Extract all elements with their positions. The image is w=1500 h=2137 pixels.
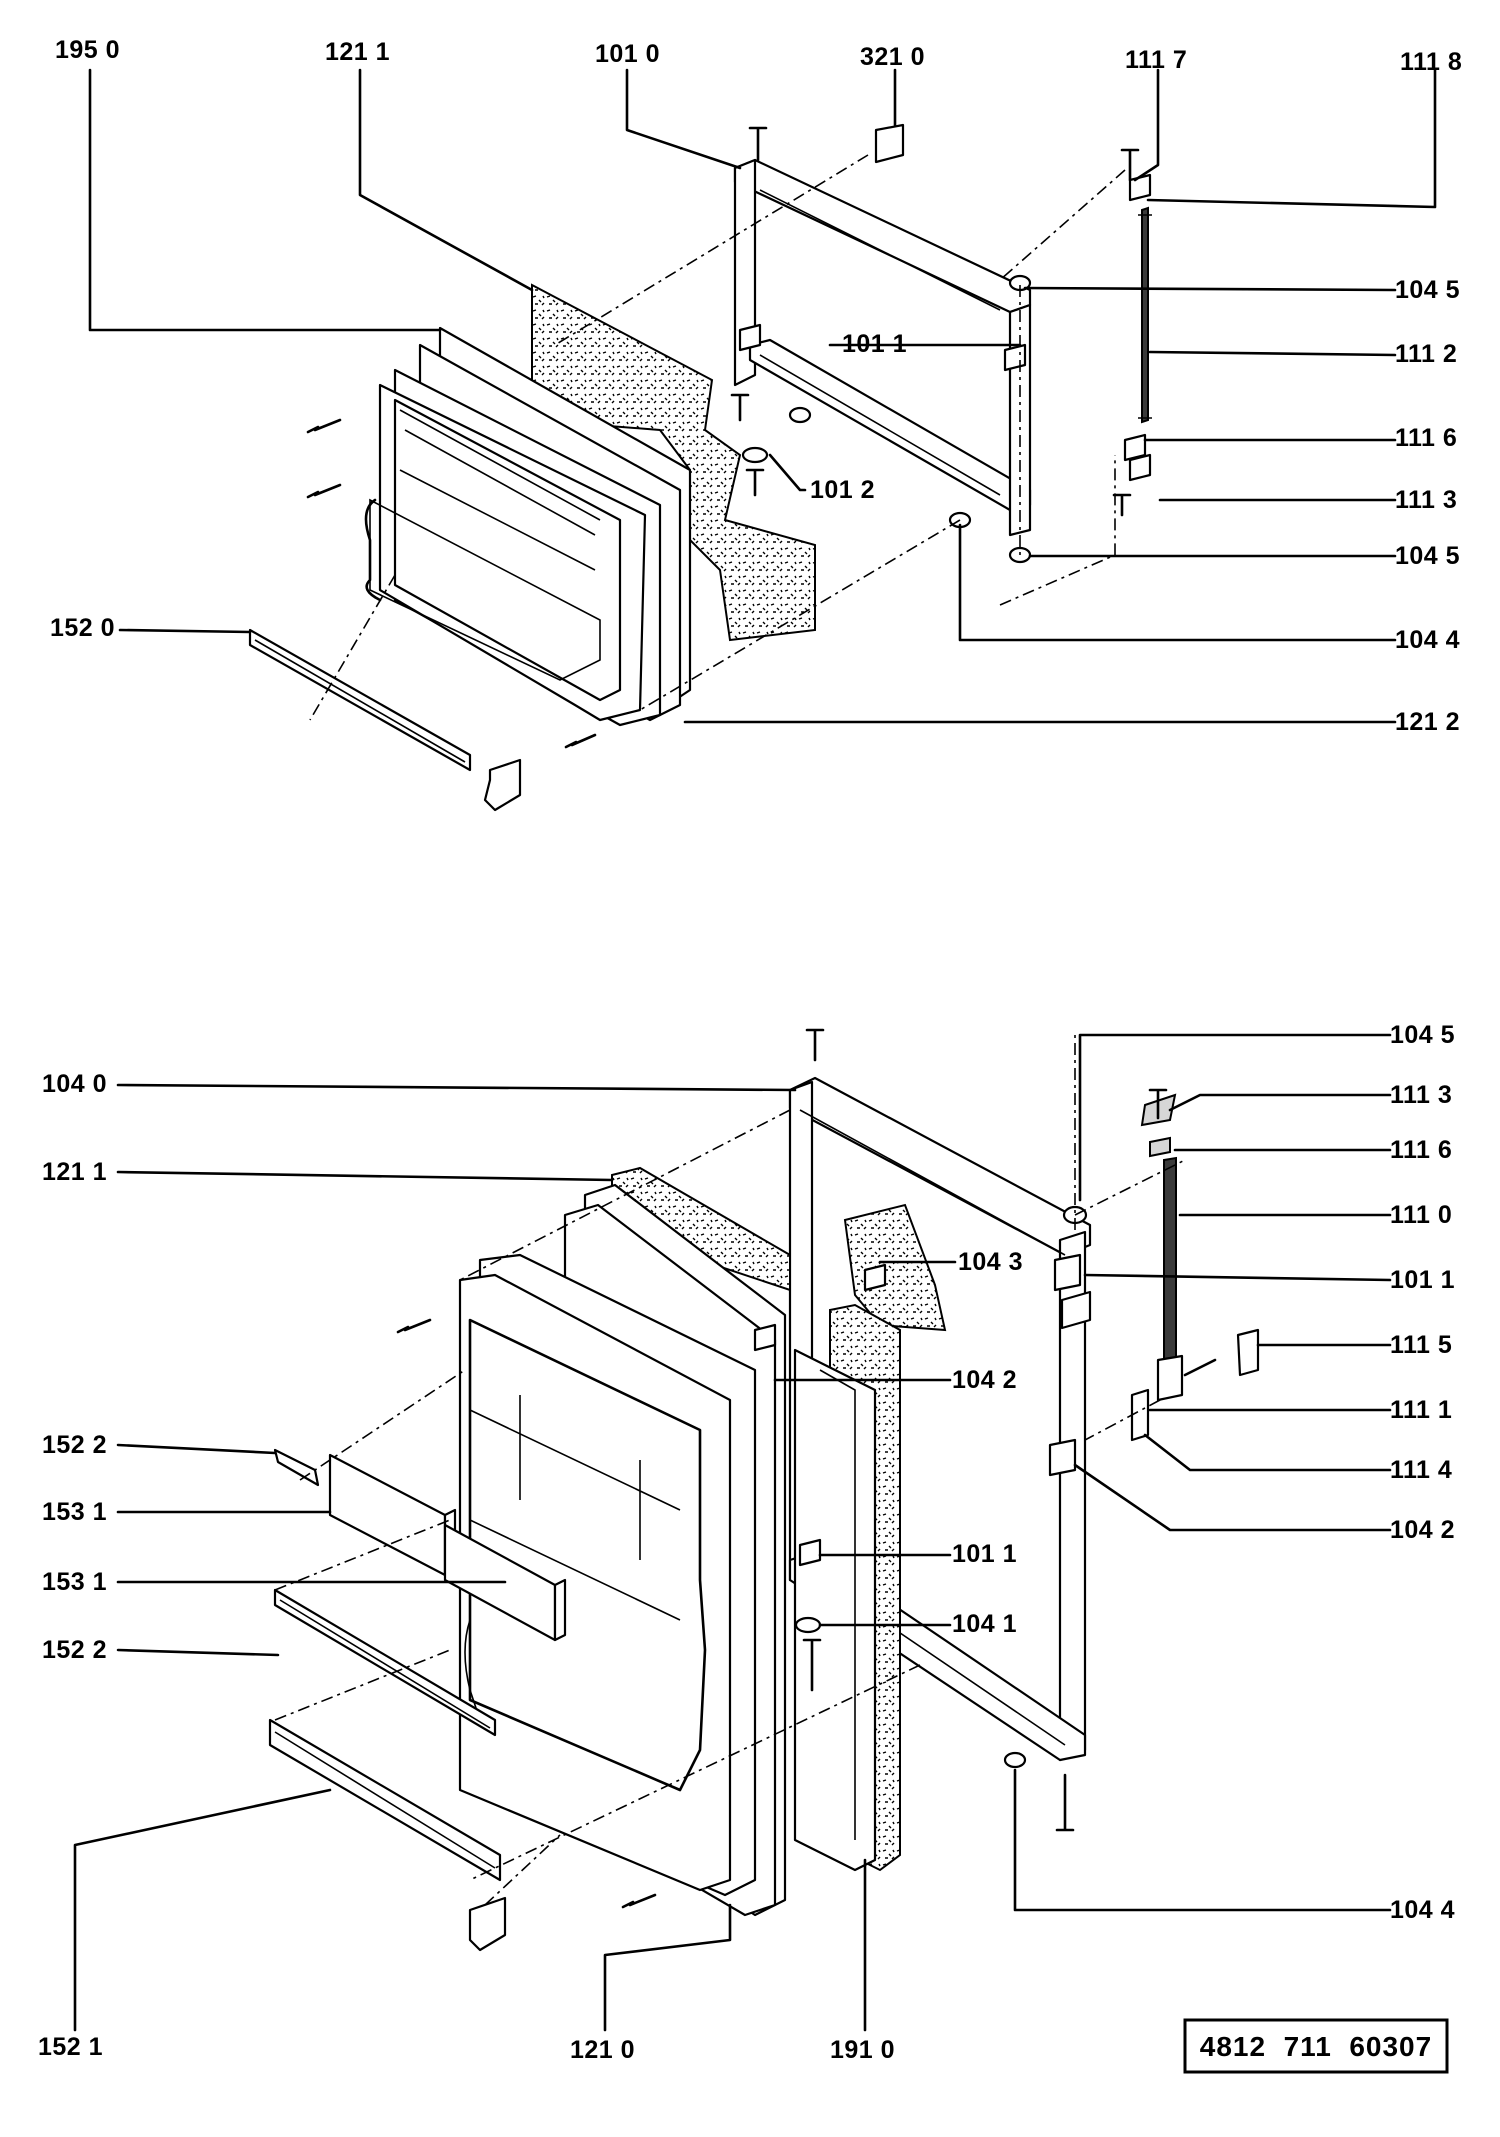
assembly-lines-b xyxy=(274,1035,1186,1910)
callout-104-2-b: 104 2 xyxy=(1390,1516,1455,1544)
fridge-door-liner xyxy=(458,1183,787,1917)
document-number: 4812 711 60307 xyxy=(1200,2031,1432,2062)
callout-104-5-a: 104 5 xyxy=(1395,276,1460,304)
callout-111-5: 111 5 xyxy=(1390,1331,1452,1359)
callout-101-1: 101 1 xyxy=(842,330,907,358)
tray-part xyxy=(248,628,472,772)
callout-101-1-b: 101 1 xyxy=(952,1540,1017,1568)
callout-111-3: 111 3 xyxy=(1395,486,1457,514)
callout-195-0: 195 0 xyxy=(55,36,120,64)
hinge-rod-b xyxy=(1163,1156,1177,1364)
callout-111-1: 111 1 xyxy=(1390,1396,1452,1424)
callout-111-3-b: 111 3 xyxy=(1390,1081,1452,1109)
callout-111-0: 111 0 xyxy=(1390,1201,1452,1229)
callout-111-4: 111 4 xyxy=(1390,1456,1452,1484)
callout-111-2: 111 2 xyxy=(1395,340,1457,368)
callout-104-2-a: 104 2 xyxy=(952,1366,1017,1394)
bracket-part-b xyxy=(468,1896,507,1952)
callout-111-6-b: 111 6 xyxy=(1390,1136,1452,1164)
screw-icons-b xyxy=(396,1028,1217,1909)
callout-121-2: 121 2 xyxy=(1395,708,1460,736)
callout-152-2-b: 152 2 xyxy=(42,1636,107,1664)
freezer-door-assembly xyxy=(364,283,816,727)
callout-104-3: 104 3 xyxy=(958,1248,1023,1276)
bracket-part xyxy=(483,758,522,812)
callout-101-2: 101 2 xyxy=(810,476,875,504)
document-number-box: 4812 711 60307 xyxy=(1183,2018,1449,2074)
callout-153-1-b: 153 1 xyxy=(42,1568,107,1596)
callout-101-1-a: 101 1 xyxy=(1390,1266,1455,1294)
callout-104-0: 104 0 xyxy=(42,1070,107,1098)
callout-101-0: 101 0 xyxy=(595,40,660,68)
callout-104-5-b: 104 5 xyxy=(1395,542,1460,570)
bottom-assembly: 104 0 104 5 111 3 121 1 111 6 111 0 104 … xyxy=(38,1021,1455,2064)
frame-part xyxy=(733,158,1032,537)
callout-153-1-a: 153 1 xyxy=(42,1498,107,1526)
tray-part-b xyxy=(273,1588,497,1737)
callout-152-2-a: 152 2 xyxy=(42,1431,107,1459)
callout-104-4-b: 104 4 xyxy=(1390,1896,1455,1924)
top-assembly: 195 0 121 1 101 0 321 0 111 7 111 8 104 … xyxy=(50,36,1462,812)
callout-152-0: 152 0 xyxy=(50,614,115,642)
callout-111-8: 111 8 xyxy=(1400,48,1462,76)
hinge-rod xyxy=(1141,206,1149,424)
callout-121-0: 121 0 xyxy=(570,2036,635,2064)
callout-111-7: 111 7 xyxy=(1125,46,1187,74)
tray-part-a xyxy=(273,1448,320,1487)
screw-icons xyxy=(306,126,1140,749)
callout-104-4: 104 4 xyxy=(1395,626,1460,654)
leader-lines xyxy=(88,68,1437,724)
callout-321-0: 321 0 xyxy=(860,43,925,71)
callout-104-1: 104 1 xyxy=(952,1610,1017,1638)
leader-lines-b xyxy=(73,1033,1392,2032)
hinge-parts xyxy=(753,1093,1260,1769)
callout-111-6: 111 6 xyxy=(1395,424,1457,452)
callout-152-1: 152 1 xyxy=(38,2033,103,2061)
shelf-part xyxy=(328,1453,447,1577)
insulation-part xyxy=(843,1203,947,1332)
callout-191-0: 191 0 xyxy=(830,2036,895,2064)
callout-121-1-b: 121 1 xyxy=(42,1158,107,1186)
callout-104-5: 104 5 xyxy=(1390,1021,1455,1049)
callout-121-1: 121 1 xyxy=(325,38,390,66)
